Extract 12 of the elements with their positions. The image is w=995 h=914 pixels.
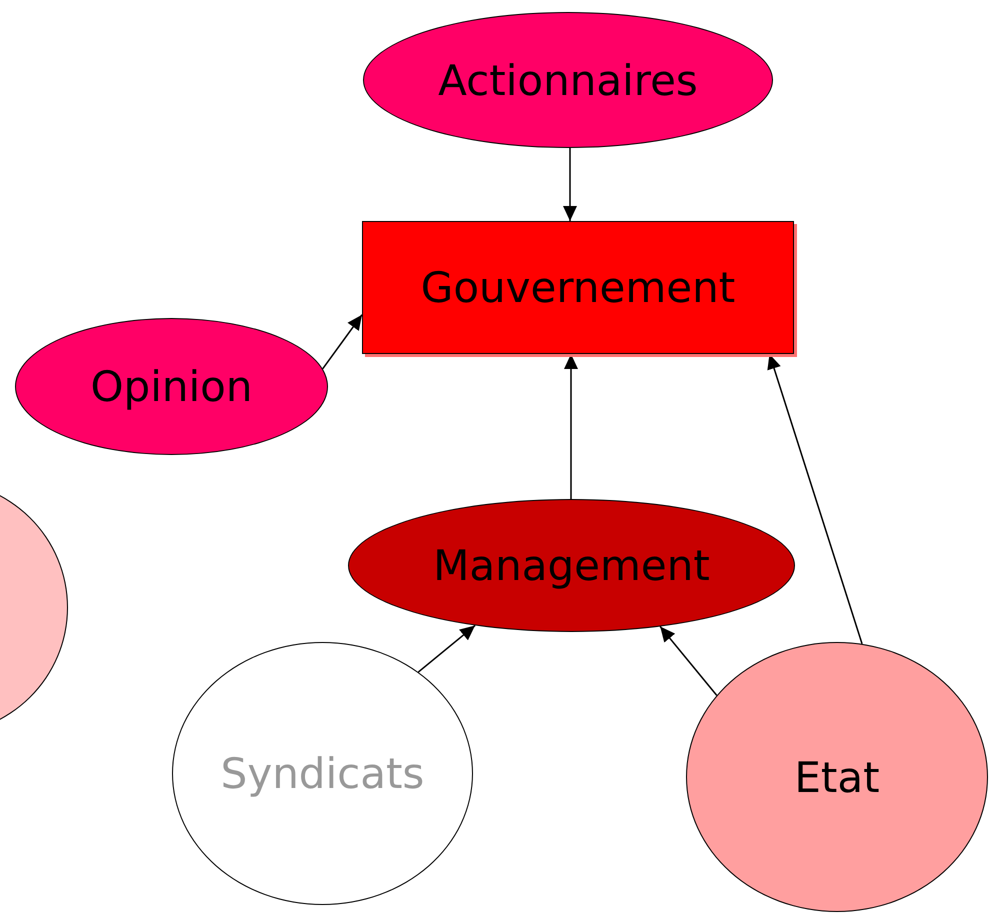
- node-label: Syndicats: [220, 749, 424, 798]
- node-label: Etat: [794, 752, 880, 802]
- arrow: [563, 148, 577, 221]
- arrow: [564, 354, 578, 499]
- node-label: Opinion: [90, 362, 252, 411]
- node-label: Gouvernement: [420, 263, 736, 312]
- arrow: [322, 314, 363, 370]
- node-label: Management: [433, 541, 710, 590]
- arrow: [418, 624, 476, 673]
- arrow: [660, 626, 718, 696]
- central-box: [362, 221, 794, 354]
- node-label: Actionnaires: [438, 56, 698, 104]
